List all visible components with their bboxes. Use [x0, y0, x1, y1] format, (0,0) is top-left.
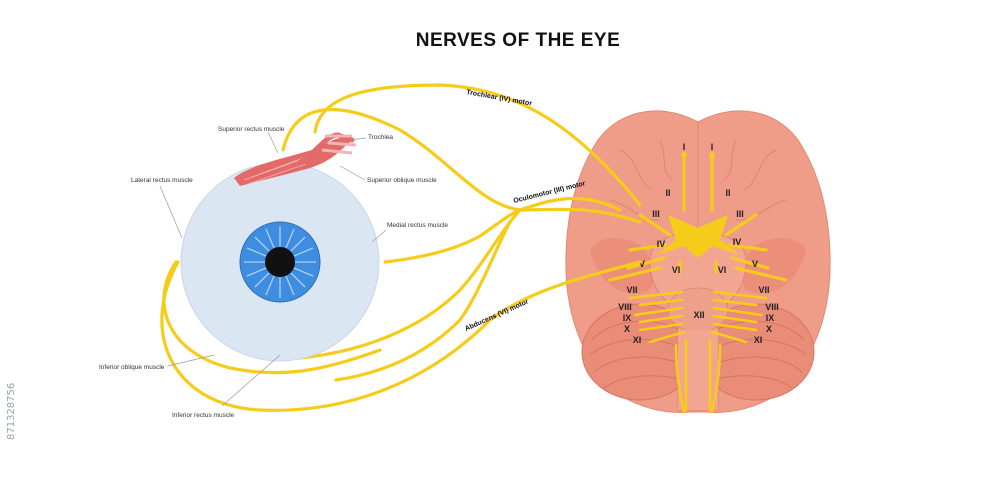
label-superior-oblique: Superior oblique muscle	[367, 177, 437, 184]
label-inferior-rectus: Inferior rectus muscle	[172, 412, 235, 419]
nerve-label-xi-left: XI	[633, 335, 642, 345]
nerve-label-vii-left: VII	[626, 285, 637, 295]
nerve-label-ix-right: IX	[766, 313, 775, 323]
eyeball	[180, 162, 380, 362]
nerve-label-xi-right: XI	[754, 335, 763, 345]
label-superior-rectus: Superior rectus muscle	[218, 126, 285, 133]
nerve-label-v-left: V	[639, 259, 645, 269]
nerve-label-viii-left: VIII	[618, 302, 632, 312]
nerve-label-iii-right: III	[736, 209, 744, 219]
nerve-label-ix-left: IX	[623, 313, 632, 323]
anatomy-labels: Superior rectus muscle Trochlea Superior…	[99, 126, 448, 419]
iris-fibers	[244, 226, 316, 298]
nerve-label-iv-right: IV	[733, 237, 742, 247]
nerve-label-vii-right: VII	[758, 285, 769, 295]
nerve-label-x-left: X	[624, 324, 630, 334]
stock-id-text: 871328756	[6, 383, 17, 440]
label-inferior-oblique: Inferior oblique muscle	[99, 364, 165, 371]
page-title: NERVES OF THE EYE	[416, 30, 621, 51]
label-trochlear-nerve: Trochlear (IV) motor	[466, 89, 533, 107]
superior-muscles	[234, 132, 357, 186]
nerve-label-i-left: I	[683, 142, 686, 152]
nerve-label-ii-left: II	[665, 188, 670, 198]
cranial-nerve-bundle	[608, 152, 788, 414]
cranial-nerve-labels: I I II II III III IV IV V V VI VI VII VI…	[618, 142, 779, 345]
nerve-label-iii-left: III	[652, 209, 660, 219]
nerve-label-x-right: X	[766, 324, 772, 334]
label-abducens-nerve: Abducens (VI) motor	[464, 298, 530, 333]
nerve-label-ii-right: II	[725, 188, 730, 198]
pupil	[265, 247, 295, 277]
eye-nerve-paths	[160, 83, 642, 412]
label-lateral-rectus: Lateral rectus muscle	[131, 177, 193, 184]
nerve-label-vi-right: VI	[718, 265, 727, 275]
nerve-label-viii-right: VIII	[765, 302, 779, 312]
label-trochlea: Trochlea	[368, 134, 393, 141]
nerve-label-iv-left: IV	[657, 239, 666, 249]
nerve-label-vi-left: VI	[672, 265, 681, 275]
label-medial-rectus: Medial rectus muscle	[387, 222, 448, 229]
nerve-label-v-right: V	[752, 259, 758, 269]
brain-inferior-view	[565, 110, 831, 413]
nerve-label-i-right: I	[711, 142, 714, 152]
nerve-label-xii: XII	[693, 310, 704, 320]
